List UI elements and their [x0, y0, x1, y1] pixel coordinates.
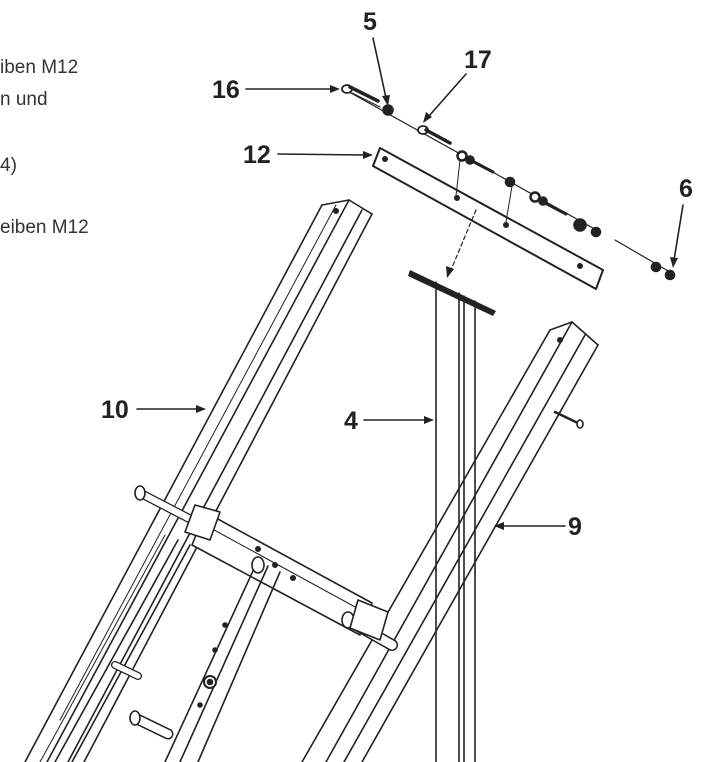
part-label-5: 5 — [363, 8, 377, 36]
instruction-text-line-4: eiben M12 — [0, 217, 89, 238]
nut-5 — [382, 104, 394, 116]
part-label-6: 6 — [679, 175, 693, 203]
part-label-4: 4 — [344, 407, 358, 435]
part-label-12: 12 — [243, 141, 271, 169]
alignment-arrow — [446, 209, 477, 278]
leader-lines — [136, 37, 684, 530]
nut-6a — [650, 261, 662, 273]
part-label-9: 9 — [568, 513, 582, 541]
bracket-plate-12 — [372, 147, 604, 290]
nut-6b — [664, 269, 676, 281]
rail-9 — [301, 321, 599, 762]
bolt-16 — [341, 84, 381, 108]
cross-beam — [134, 485, 398, 651]
instruction-text-line-1: iben M12 — [0, 57, 79, 78]
instruction-text-line-3: 4) — [0, 155, 17, 176]
bolt-17 — [417, 125, 452, 145]
inner-mechanism — [39, 534, 281, 762]
instruction-text-line-2: n und — [0, 89, 48, 110]
hardware-row — [341, 84, 676, 281]
part-label-17: 17 — [464, 46, 492, 74]
part-label-16: 16 — [212, 76, 240, 104]
rail-10 — [24, 199, 373, 762]
part-label-10: 10 — [101, 396, 129, 424]
